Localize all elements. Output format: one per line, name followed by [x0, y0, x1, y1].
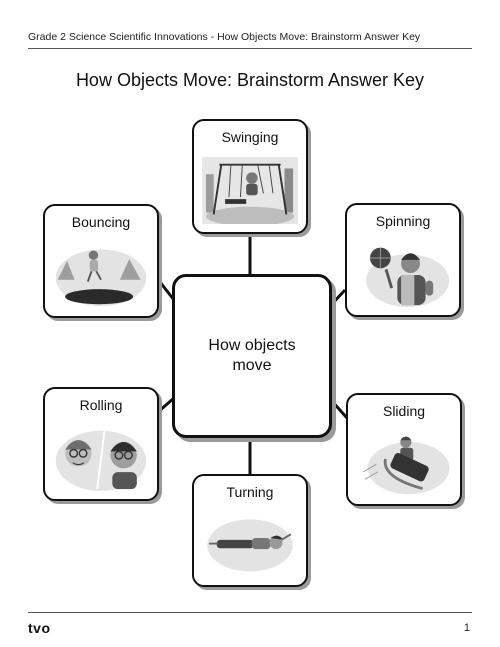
box-sliding: Sliding [346, 393, 462, 506]
label-sliding: Sliding [382, 403, 426, 419]
box-turning: Turning [192, 474, 308, 587]
center-box: How objects move [172, 274, 332, 438]
label-swinging: Swinging [221, 129, 279, 145]
center-label-line2: move [232, 357, 272, 374]
connector-rolling [157, 396, 175, 414]
label-spinning: Spinning [375, 213, 431, 229]
page-number: 1 [463, 622, 470, 634]
rolling-kids-illustration [53, 425, 149, 491]
box-rolling: Rolling [43, 387, 159, 501]
spinning-ball-illustration [355, 241, 451, 307]
center-label-line1: How objects [208, 337, 296, 354]
label-turning: Turning [226, 484, 274, 500]
page-header: Grade 2 Science Scientific Innovations -… [28, 31, 421, 43]
swing-set-illustration [202, 157, 298, 224]
connector-bouncing [158, 281, 176, 301]
sled-illustration [356, 431, 452, 496]
center-label: How objects move [197, 336, 307, 376]
trampoline-illustration [53, 242, 149, 308]
box-bouncing: Bouncing [43, 204, 159, 318]
box-spinning: Spinning [345, 203, 461, 317]
page-title: How Objects Move: Brainstorm Answer Key [75, 70, 425, 90]
box-swinging: Swinging [192, 119, 308, 234]
connector-spinning [329, 288, 347, 307]
header-divider [28, 48, 472, 49]
label-rolling: Rolling [79, 397, 123, 413]
log-roll-illustration [202, 512, 298, 577]
label-bouncing: Bouncing [71, 214, 131, 230]
tvo-logo: tvo [28, 620, 51, 636]
connector-sliding [329, 399, 349, 419]
footer-divider [28, 612, 472, 613]
